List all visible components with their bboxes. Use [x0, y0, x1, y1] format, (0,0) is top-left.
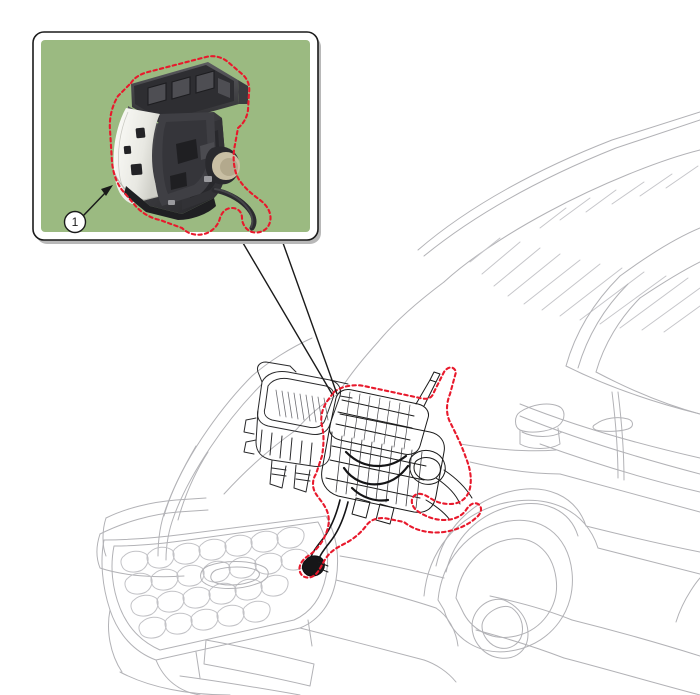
heater-and-air-conditioner-unit	[301, 371, 473, 577]
callout-1-label: 1	[72, 215, 79, 229]
callout-1-arrowhead	[101, 185, 113, 196]
callout-1-leader	[82, 190, 108, 217]
leader-line-right	[282, 242, 338, 395]
callout-1: 1	[63, 185, 113, 234]
leader-line-left	[242, 242, 333, 395]
heater-and-air-conditioner-unit-photo	[113, 62, 257, 231]
callout-1-circle	[63, 210, 87, 234]
highlight-outline-inset	[108, 55, 272, 236]
highlight-outline-main	[298, 366, 483, 579]
